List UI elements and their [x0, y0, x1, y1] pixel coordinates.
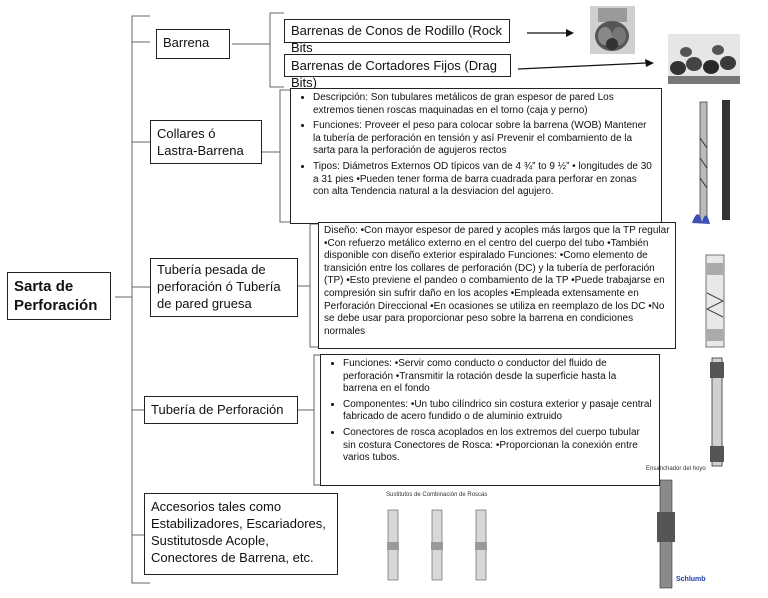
ensanchador-caption: Ensanchador del hoyo: [646, 466, 706, 472]
collares-bullet-funciones: Funciones: Proveer el peso para colocar …: [313, 120, 655, 158]
tp-bullets: Funciones: •Servir como conducto o condu…: [321, 355, 659, 471]
collares-bullet-tipos: Tipos: Diámetros Externos OD típicos van…: [313, 161, 655, 199]
tp-pesada-detail: Diseño: •Con mayor espesor de pared y ac…: [318, 222, 676, 349]
root-label: Sarta de Perforación: [14, 278, 98, 314]
tp-label: Tubería de Perforación: [151, 402, 284, 417]
barrena-node: Barrena: [156, 29, 230, 59]
tp-bullet-conectores: Conectores de rosca acoplados en los ext…: [343, 427, 653, 465]
tp-bullet-funciones: Funciones: •Servir como conducto o condu…: [343, 358, 653, 396]
collares-bullet-descripcion: Descripción: Son tubulares metálicos de …: [313, 92, 655, 117]
drill-pipe-photo: [700, 356, 734, 470]
collares-bullets: Descripción: Son tubulares metálicos de …: [291, 89, 661, 205]
barrena-label: Barrena: [163, 35, 210, 50]
collares-detail: Descripción: Son tubulares metálicos de …: [290, 88, 662, 224]
drill-collar-photo: [690, 98, 740, 238]
hwdp-photo: [696, 253, 736, 353]
accesorios-label: Accesorios tales como Estabilizadores, E…: [151, 499, 326, 565]
rock-bits-label: Barrenas de Conos de Rodillo (Rock Bits: [291, 23, 502, 55]
tp-pesada-text: Diseño: •Con mayor espesor de pared y ac…: [324, 225, 670, 337]
collares-node: Collares ó Lastra-Barrena: [150, 120, 262, 164]
root-node: Sarta de Perforación: [7, 272, 111, 320]
tp-bullet-componentes: Componentes: •Un tubo cilíndrico sin cos…: [343, 399, 653, 424]
barrena-sub-rock-bits: Barrenas de Conos de Rodillo (Rock Bits: [284, 19, 510, 55]
barrena-sub-drag-bits: Barrenas de Cortadores Fijos (Drag Bits): [284, 54, 511, 90]
drag-bits-photo: [668, 34, 740, 84]
tp-node: Tubería de Perforación: [144, 396, 298, 424]
ensanchador-photo: Ensanchador del hoyo Schlumb: [640, 466, 730, 590]
drag-bits-label: Barrenas de Cortadores Fijos (Drag Bits): [291, 58, 497, 90]
sustitutos-photo: Sustitutos de Combinación de Roscas: [380, 492, 498, 588]
tp-detail: Funciones: •Servir como conducto o condu…: [320, 354, 660, 486]
rock-bit-photo: [590, 6, 635, 54]
tp-pesada-label: Tubería pesada de perforación ó Tubería …: [157, 262, 281, 311]
collares-label: Collares ó Lastra-Barrena: [157, 126, 244, 158]
tp-pesada-node: Tubería pesada de perforación ó Tubería …: [150, 258, 298, 317]
sustitutos-caption: Sustitutos de Combinación de Roscas: [386, 492, 488, 498]
accesorios-node: Accesorios tales como Estabilizadores, E…: [144, 493, 338, 575]
schlumberger-logo-text: Schlumb: [676, 576, 706, 583]
